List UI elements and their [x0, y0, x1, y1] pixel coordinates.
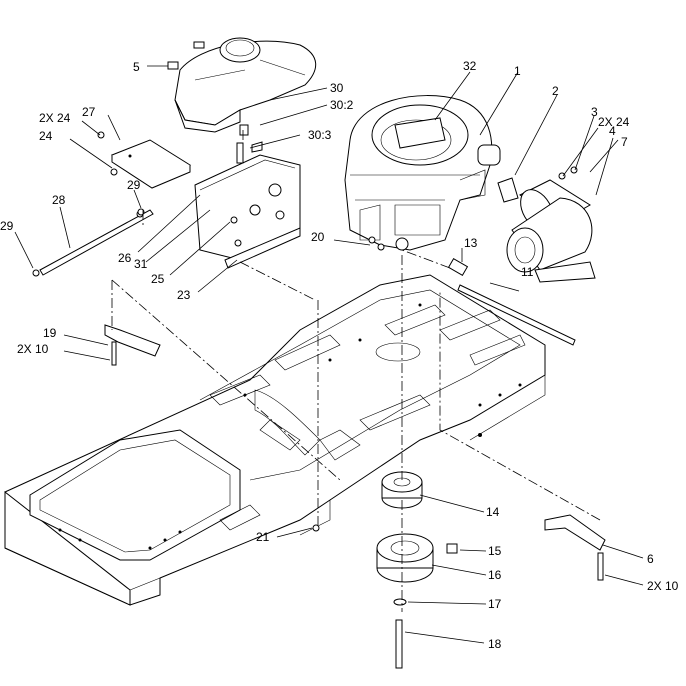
shaft [447, 257, 576, 346]
callout-1: 1 [514, 64, 521, 78]
callout-20: 20 [311, 230, 325, 244]
callout-27: 27 [82, 105, 96, 119]
callout-2x24-left: 2X 24 [39, 111, 71, 125]
tank-bracket [194, 154, 301, 269]
muffler [497, 177, 596, 283]
callout-17: 17 [488, 597, 502, 611]
callout-16: 16 [488, 568, 502, 582]
callout-4: 4 [609, 124, 616, 138]
callout-30: 30 [330, 81, 344, 95]
callout-labels: 1 2 3 2X 24 4 7 32 5 30 30:2 30:3 2X 24 … [0, 59, 679, 651]
chassis-frame [4, 274, 546, 606]
callout-15: 15 [488, 544, 502, 558]
callout-7: 7 [621, 135, 628, 149]
alignment-lines [111, 130, 601, 612]
callout-5: 5 [133, 60, 140, 74]
callout-28: 28 [52, 193, 66, 207]
callout-13: 13 [464, 236, 478, 250]
callout-2x10-left: 2X 10 [17, 342, 49, 356]
bracket-right [544, 514, 606, 581]
callout-2x24-right: 2X 24 [598, 115, 630, 129]
callout-29-upper: 29 [127, 178, 141, 192]
callout-3: 3 [591, 105, 598, 119]
heat-shield-plate [110, 139, 192, 189]
callout-11: 11 [521, 265, 534, 279]
callout-32: 32 [463, 59, 477, 73]
callout-14: 14 [486, 505, 500, 519]
callout-31: 31 [134, 257, 148, 271]
bracket-left [104, 324, 161, 366]
pulley-stack [376, 471, 458, 669]
callout-30-2: 30:2 [330, 98, 354, 112]
leader-lines [14, 65, 644, 644]
callout-2x10-right: 2X 10 [647, 579, 679, 593]
callout-19: 19 [43, 326, 57, 340]
callout-29-lower: 29 [0, 219, 14, 233]
callout-21: 21 [256, 530, 270, 544]
callout-18: 18 [488, 637, 502, 651]
callout-25: 25 [151, 272, 165, 286]
callout-24: 24 [39, 129, 53, 143]
engine [344, 95, 501, 251]
callout-23: 23 [177, 288, 191, 302]
callout-6: 6 [647, 552, 654, 566]
callout-2: 2 [552, 84, 559, 98]
callout-26: 26 [118, 251, 132, 265]
fuel-tank [167, 37, 317, 136]
callout-30-3: 30:3 [308, 128, 332, 142]
